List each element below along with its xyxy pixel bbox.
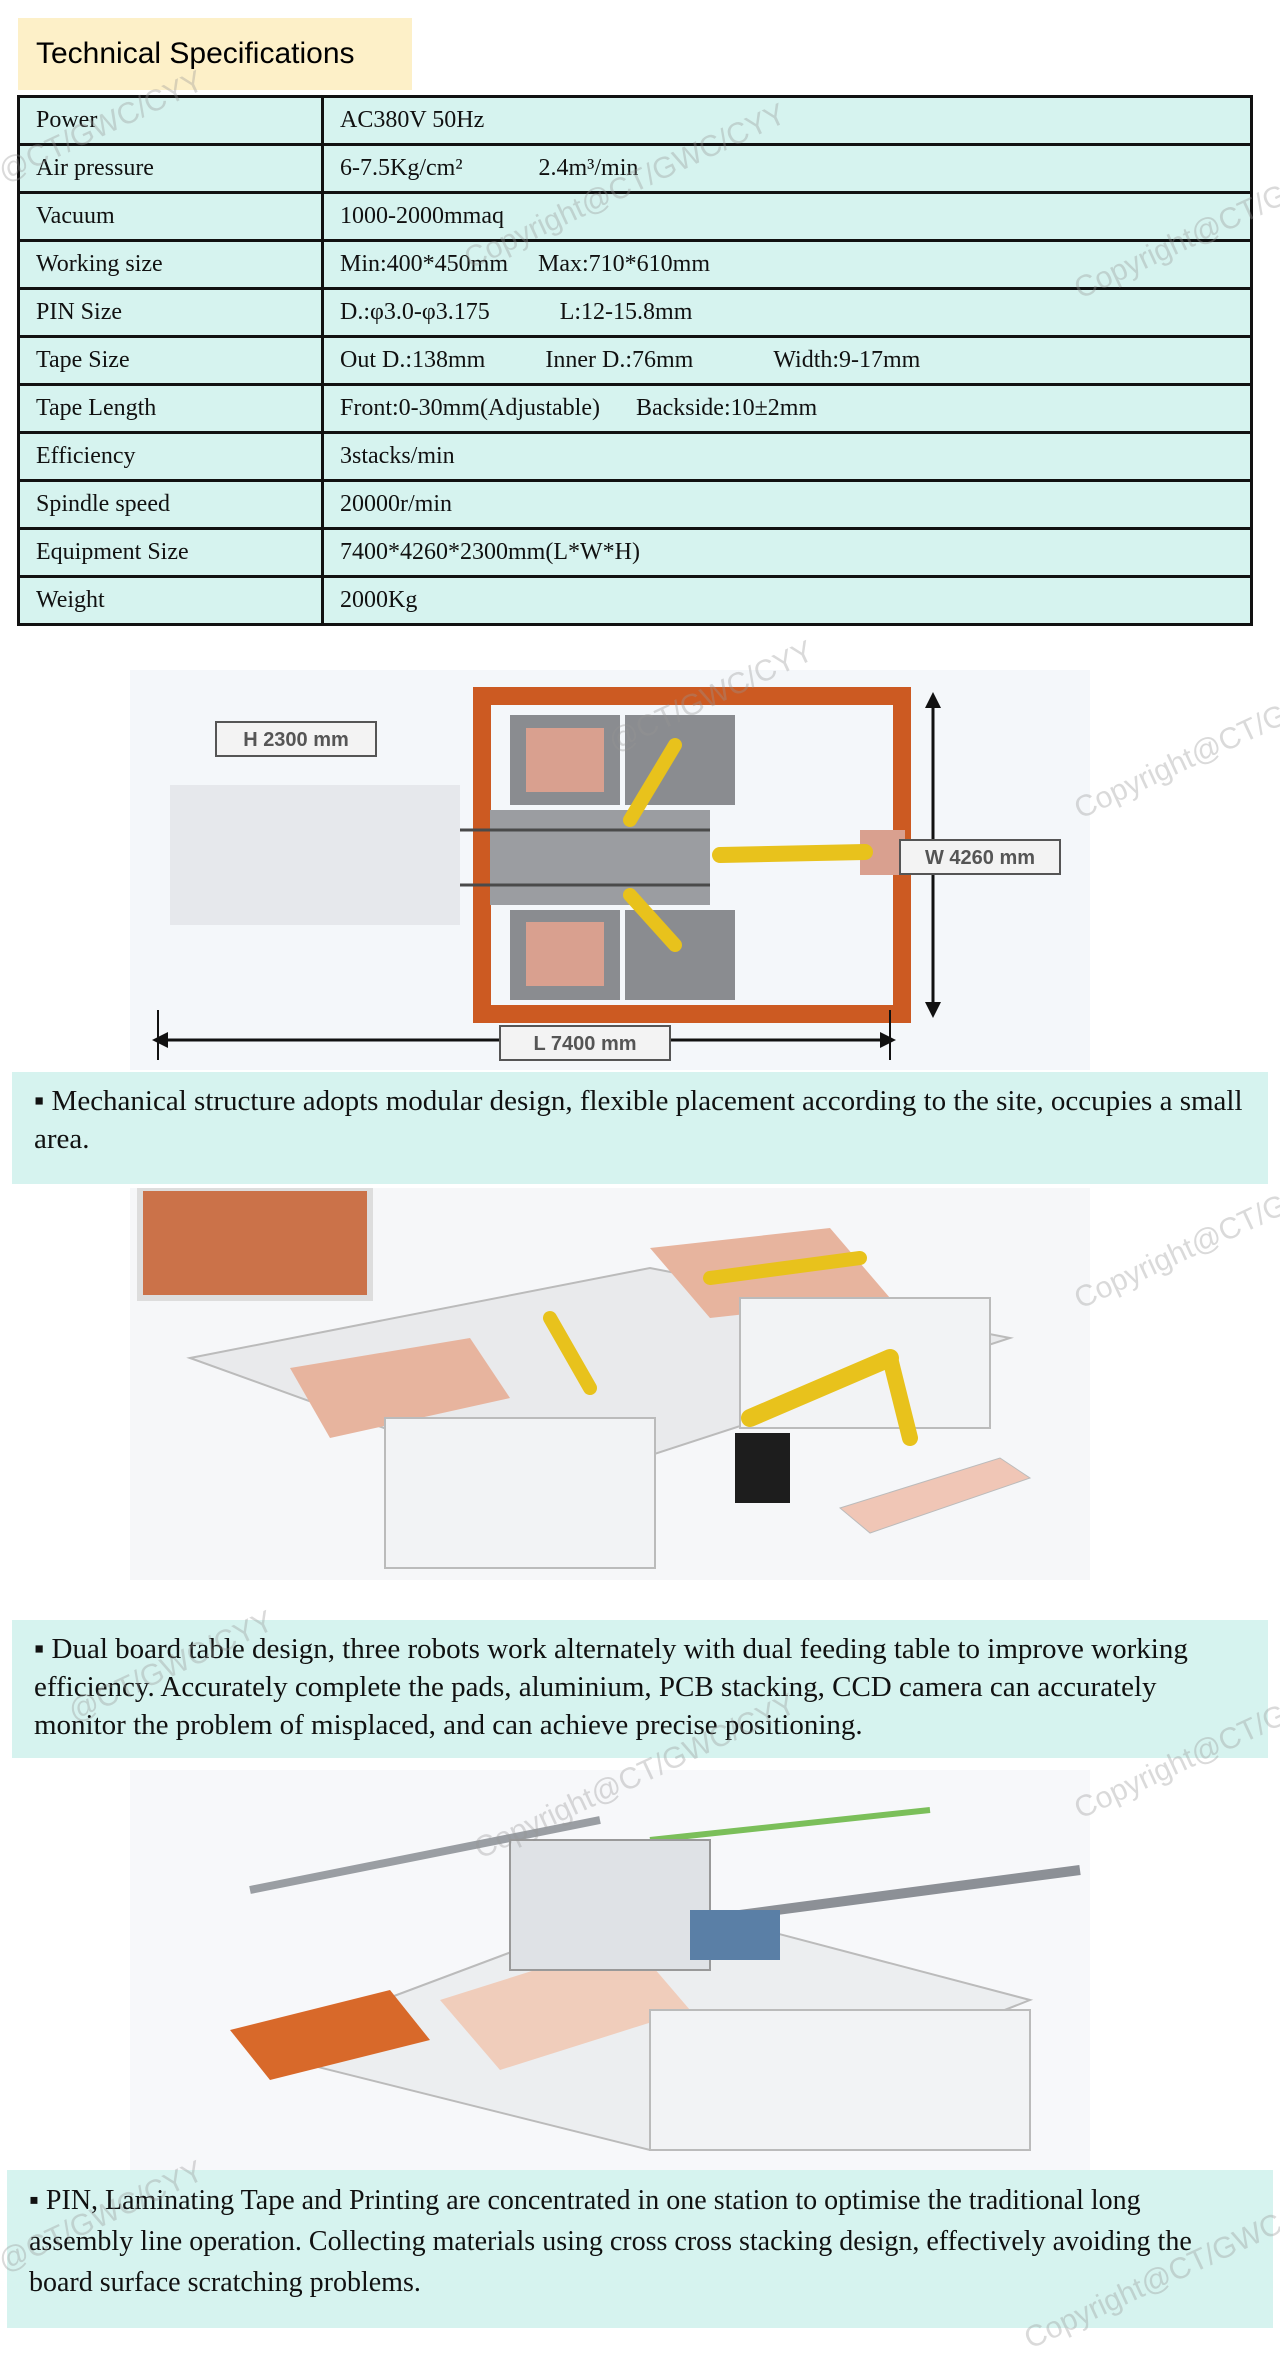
spec-row: Power AC380V 50Hz xyxy=(17,95,1253,146)
spec-label: Weight xyxy=(17,575,324,626)
caption-2: ▪ Dual board table design, three robots … xyxy=(12,1620,1268,1758)
spec-row: Working size Min:400*450mm Max:710*610mm xyxy=(17,239,1253,290)
spec-label: Tape Size xyxy=(17,335,324,386)
height-label: H 2300 mm xyxy=(243,729,349,751)
caption-1: ▪ Mechanical structure adopts modular de… xyxy=(12,1072,1268,1184)
spec-value: Out D.:138mm xyxy=(340,347,486,373)
spec-value: Width:9-17mm xyxy=(773,347,921,373)
spec-row: Air pressure 6-7.5Kg/cm² 2.4m³/min xyxy=(17,143,1253,194)
spec-label: Spindle speed xyxy=(17,479,324,530)
spec-row: Efficiency 3stacks/min xyxy=(17,431,1253,482)
section-title: Technical Specifications xyxy=(18,18,412,90)
machine-render-2 xyxy=(130,1770,1090,2170)
spec-label: Tape Length xyxy=(17,383,324,434)
spec-label: Working size xyxy=(17,239,324,290)
spec-value: L:12-15.8mm xyxy=(559,299,693,325)
spec-value: 6-7.5Kg/cm² xyxy=(340,155,463,181)
length-label: L 7400 mm xyxy=(533,1033,636,1055)
spec-value-cell: 3stacks/min xyxy=(321,431,1253,482)
caption-3: ▪ PIN, Laminating Tape and Printing are … xyxy=(7,2170,1273,2328)
spec-row: Tape Length Front:0-30mm(Adjustable) Backs… xyxy=(17,383,1253,434)
width-label: W 4260 mm xyxy=(925,847,1035,869)
spec-value-cell: 1000-2000mmaq xyxy=(321,191,1253,242)
spec-label: Efficiency xyxy=(17,431,324,482)
spec-value: 1000-2000mmaq xyxy=(340,203,504,229)
machine-render-1 xyxy=(130,1185,1090,1580)
spec-value-cell: AC380V 50Hz xyxy=(321,95,1253,146)
spec-value: Backside:10±2mm xyxy=(635,395,818,421)
spec-value-cell: 6-7.5Kg/cm² 2.4m³/min xyxy=(321,143,1253,194)
spec-value-cell: Front:0-30mm(Adjustable) Backside:10±2mm xyxy=(321,383,1253,434)
spec-value: 2.4m³/min xyxy=(538,155,639,181)
spec-value: AC380V 50Hz xyxy=(340,107,485,133)
spec-value: Max:710*610mm xyxy=(538,251,711,277)
spec-value: D.:φ3.0-φ3.175 xyxy=(340,299,490,325)
spec-label: Equipment Size xyxy=(17,527,324,578)
spec-row: Vacuum 1000-2000mmaq xyxy=(17,191,1253,242)
spec-value: Front:0-30mm(Adjustable) xyxy=(340,395,600,421)
spec-value: 2000Kg xyxy=(340,587,418,613)
spec-value-cell: 7400*4260*2300mm(L*W*H) xyxy=(321,527,1253,578)
spec-label: Air pressure xyxy=(17,143,324,194)
spec-value-cell: Min:400*450mm Max:710*610mm xyxy=(321,239,1253,290)
spec-value-cell: 20000r/min xyxy=(321,479,1253,530)
spec-value: 20000r/min xyxy=(340,491,452,517)
spec-value: Inner D.:76mm xyxy=(545,347,694,373)
spec-row: Spindle speed 20000r/min xyxy=(17,479,1253,530)
spec-row: Weight 2000Kg xyxy=(17,575,1253,626)
spec-value: 3stacks/min xyxy=(340,443,455,469)
spec-value: 7400*4260*2300mm(L*W*H) xyxy=(340,539,640,565)
watermark: Copyright@CT/GWC/CYY xyxy=(1069,647,1280,826)
spec-value-cell: Out D.:138mm Inner D.:76mm Width:9-17mm xyxy=(321,335,1253,386)
spec-value: Min:400*450mm xyxy=(340,251,509,277)
spec-row: PIN Size D.:φ3.0-φ3.175 L:12-15.8mm xyxy=(17,287,1253,338)
layout-diagram: H 2300 mm W 4260 mm L 7400 mm xyxy=(130,670,1090,1070)
spec-label: Power xyxy=(17,95,324,146)
spec-label: Vacuum xyxy=(17,191,324,242)
spec-value-cell: 2000Kg xyxy=(321,575,1253,626)
spec-row: Tape Size Out D.:138mm Inner D.:76mm Width:… xyxy=(17,335,1253,386)
spec-label: PIN Size xyxy=(17,287,324,338)
spec-row: Equipment Size 7400*4260*2300mm(L*W*H) xyxy=(17,527,1253,578)
spec-value-cell: D.:φ3.0-φ3.175 L:12-15.8mm xyxy=(321,287,1253,338)
